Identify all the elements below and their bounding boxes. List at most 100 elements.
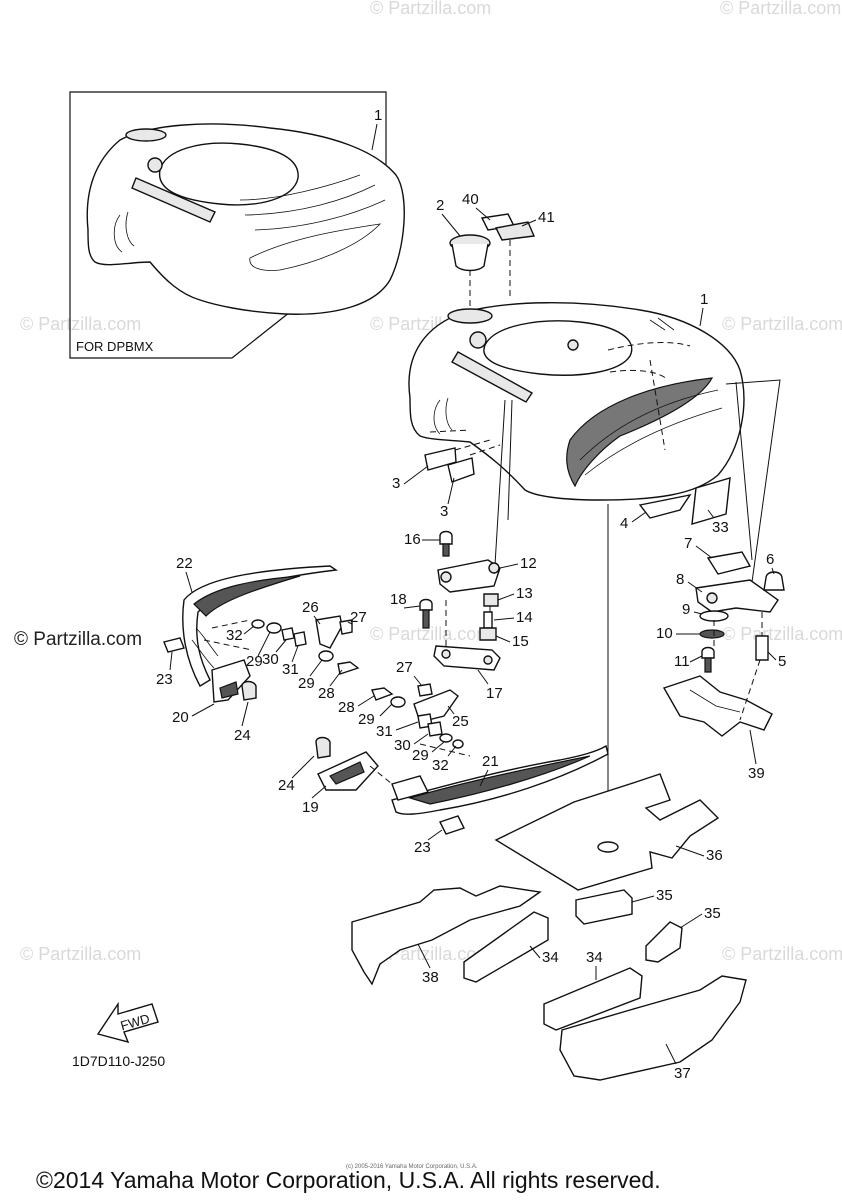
callout-label: 26 — [302, 599, 319, 616]
left-side-cover-group — [163, 565, 338, 703]
callout-label: 6 — [766, 551, 774, 568]
callout-label: 35 — [704, 905, 721, 922]
washer-29 — [266, 622, 282, 634]
callout-leader — [403, 465, 429, 485]
side-cover-21-stripe — [407, 755, 591, 805]
callout-leader — [379, 703, 393, 717]
watermark-text: © Partzilla.com — [720, 0, 841, 18]
inset-flame-graphic — [249, 223, 382, 271]
callout-label: 17 — [486, 685, 503, 702]
callout-leader — [311, 785, 327, 799]
screw-27-upper — [339, 619, 353, 635]
fuel-cap-body — [451, 243, 489, 272]
callout-leader — [447, 705, 455, 715]
screw-23-left — [163, 637, 185, 653]
watermark-text: © Partzilla.com — [722, 944, 842, 964]
right-bracket-group — [662, 551, 785, 737]
callout-leader — [413, 733, 429, 745]
callout-leader — [687, 581, 703, 593]
callout-label: 10 — [656, 625, 673, 642]
callout-label: 28 — [318, 685, 335, 702]
heat-shield-hole — [597, 841, 619, 853]
washer-32-b — [452, 739, 464, 749]
watermark-text: © Partzilla.com — [20, 944, 141, 964]
diagram-code: 1D7D110-J250 — [72, 1053, 165, 1069]
callout-leader — [309, 659, 323, 677]
callout-label: 23 — [156, 671, 173, 688]
callout-label: 27 — [350, 609, 367, 626]
callout-leader — [679, 913, 703, 929]
callout-leader — [191, 703, 215, 717]
callout-leader — [291, 755, 315, 779]
callout-leader — [479, 769, 489, 787]
callout-leader — [441, 213, 461, 237]
tank-top-panel — [483, 320, 633, 376]
bolt-18-shank — [422, 609, 430, 629]
callout-label: 29 — [412, 747, 429, 764]
callout-label: 5 — [778, 653, 786, 670]
watermark-strong: © Partzilla.com — [14, 629, 142, 650]
tank-emblem — [649, 317, 675, 331]
callout-leader — [329, 669, 343, 687]
callout-leader — [371, 123, 378, 151]
collar-30-b — [427, 721, 443, 737]
leader-dash — [469, 444, 501, 456]
callout-leader — [665, 1043, 677, 1065]
bracket-8 — [695, 579, 779, 613]
bracket-26 — [315, 615, 343, 649]
callout-label: 16 — [404, 531, 421, 548]
callout-label: 7 — [684, 535, 692, 552]
bracket-17 — [433, 645, 501, 671]
watermark-text: © Partzilla.com — [722, 314, 842, 334]
callout-label: 11 — [674, 653, 690, 670]
fwd-arrow-icon — [96, 1001, 159, 1044]
hidden-edge — [649, 359, 666, 451]
callout-leader — [631, 511, 647, 523]
callout-leader — [749, 729, 757, 765]
inset-label: FOR DPBMX — [76, 339, 154, 354]
leader-dash — [429, 429, 491, 451]
callout-leader — [185, 571, 193, 593]
callout-label: 27 — [396, 659, 413, 676]
callout-leader — [771, 567, 775, 575]
callout-label: 32 — [226, 627, 243, 644]
callout-label: 19 — [302, 799, 319, 816]
bolt-28-lower — [371, 687, 394, 701]
right-side-cover-group — [315, 736, 609, 835]
inset-vent — [147, 157, 163, 173]
inset-bracket — [131, 177, 216, 223]
callout-label: 8 — [676, 571, 684, 588]
bolt-11 — [701, 646, 715, 659]
washer-29-d — [439, 733, 453, 743]
bracket-12 — [437, 559, 501, 593]
callout-leader — [695, 545, 713, 559]
callout-leader — [693, 611, 703, 615]
main-fuel-tank — [408, 302, 745, 501]
damper-34-right — [543, 967, 643, 1031]
callout-leader — [413, 675, 423, 687]
callout-leader — [477, 669, 489, 685]
emblem-41 — [494, 221, 536, 241]
screw-23-right — [439, 815, 465, 835]
callout-label: 25 — [452, 713, 469, 730]
leader-lines-right — [725, 379, 781, 583]
callout-leader — [357, 695, 375, 707]
collar-30 — [281, 627, 295, 641]
inset-flame-graphic — [239, 174, 386, 231]
callout-label: 31 — [282, 661, 299, 678]
callout-leader — [291, 645, 299, 663]
callout-leader — [275, 639, 287, 653]
callout-label: 9 — [682, 601, 690, 618]
callout-leader — [499, 563, 519, 569]
callout-leader — [395, 721, 419, 731]
washer-32 — [251, 619, 265, 629]
callout-label: 30 — [394, 737, 411, 754]
side-cover-22-detail — [191, 627, 219, 669]
watermark-text: © Partzilla.com — [370, 0, 491, 18]
filler-neck — [447, 308, 493, 324]
callout-leader — [431, 741, 445, 753]
callout-leader — [521, 219, 537, 227]
callout-label: 13 — [516, 585, 533, 602]
watermark-text: © Partzilla.com — [20, 314, 141, 334]
cover-39-detail — [689, 689, 741, 713]
